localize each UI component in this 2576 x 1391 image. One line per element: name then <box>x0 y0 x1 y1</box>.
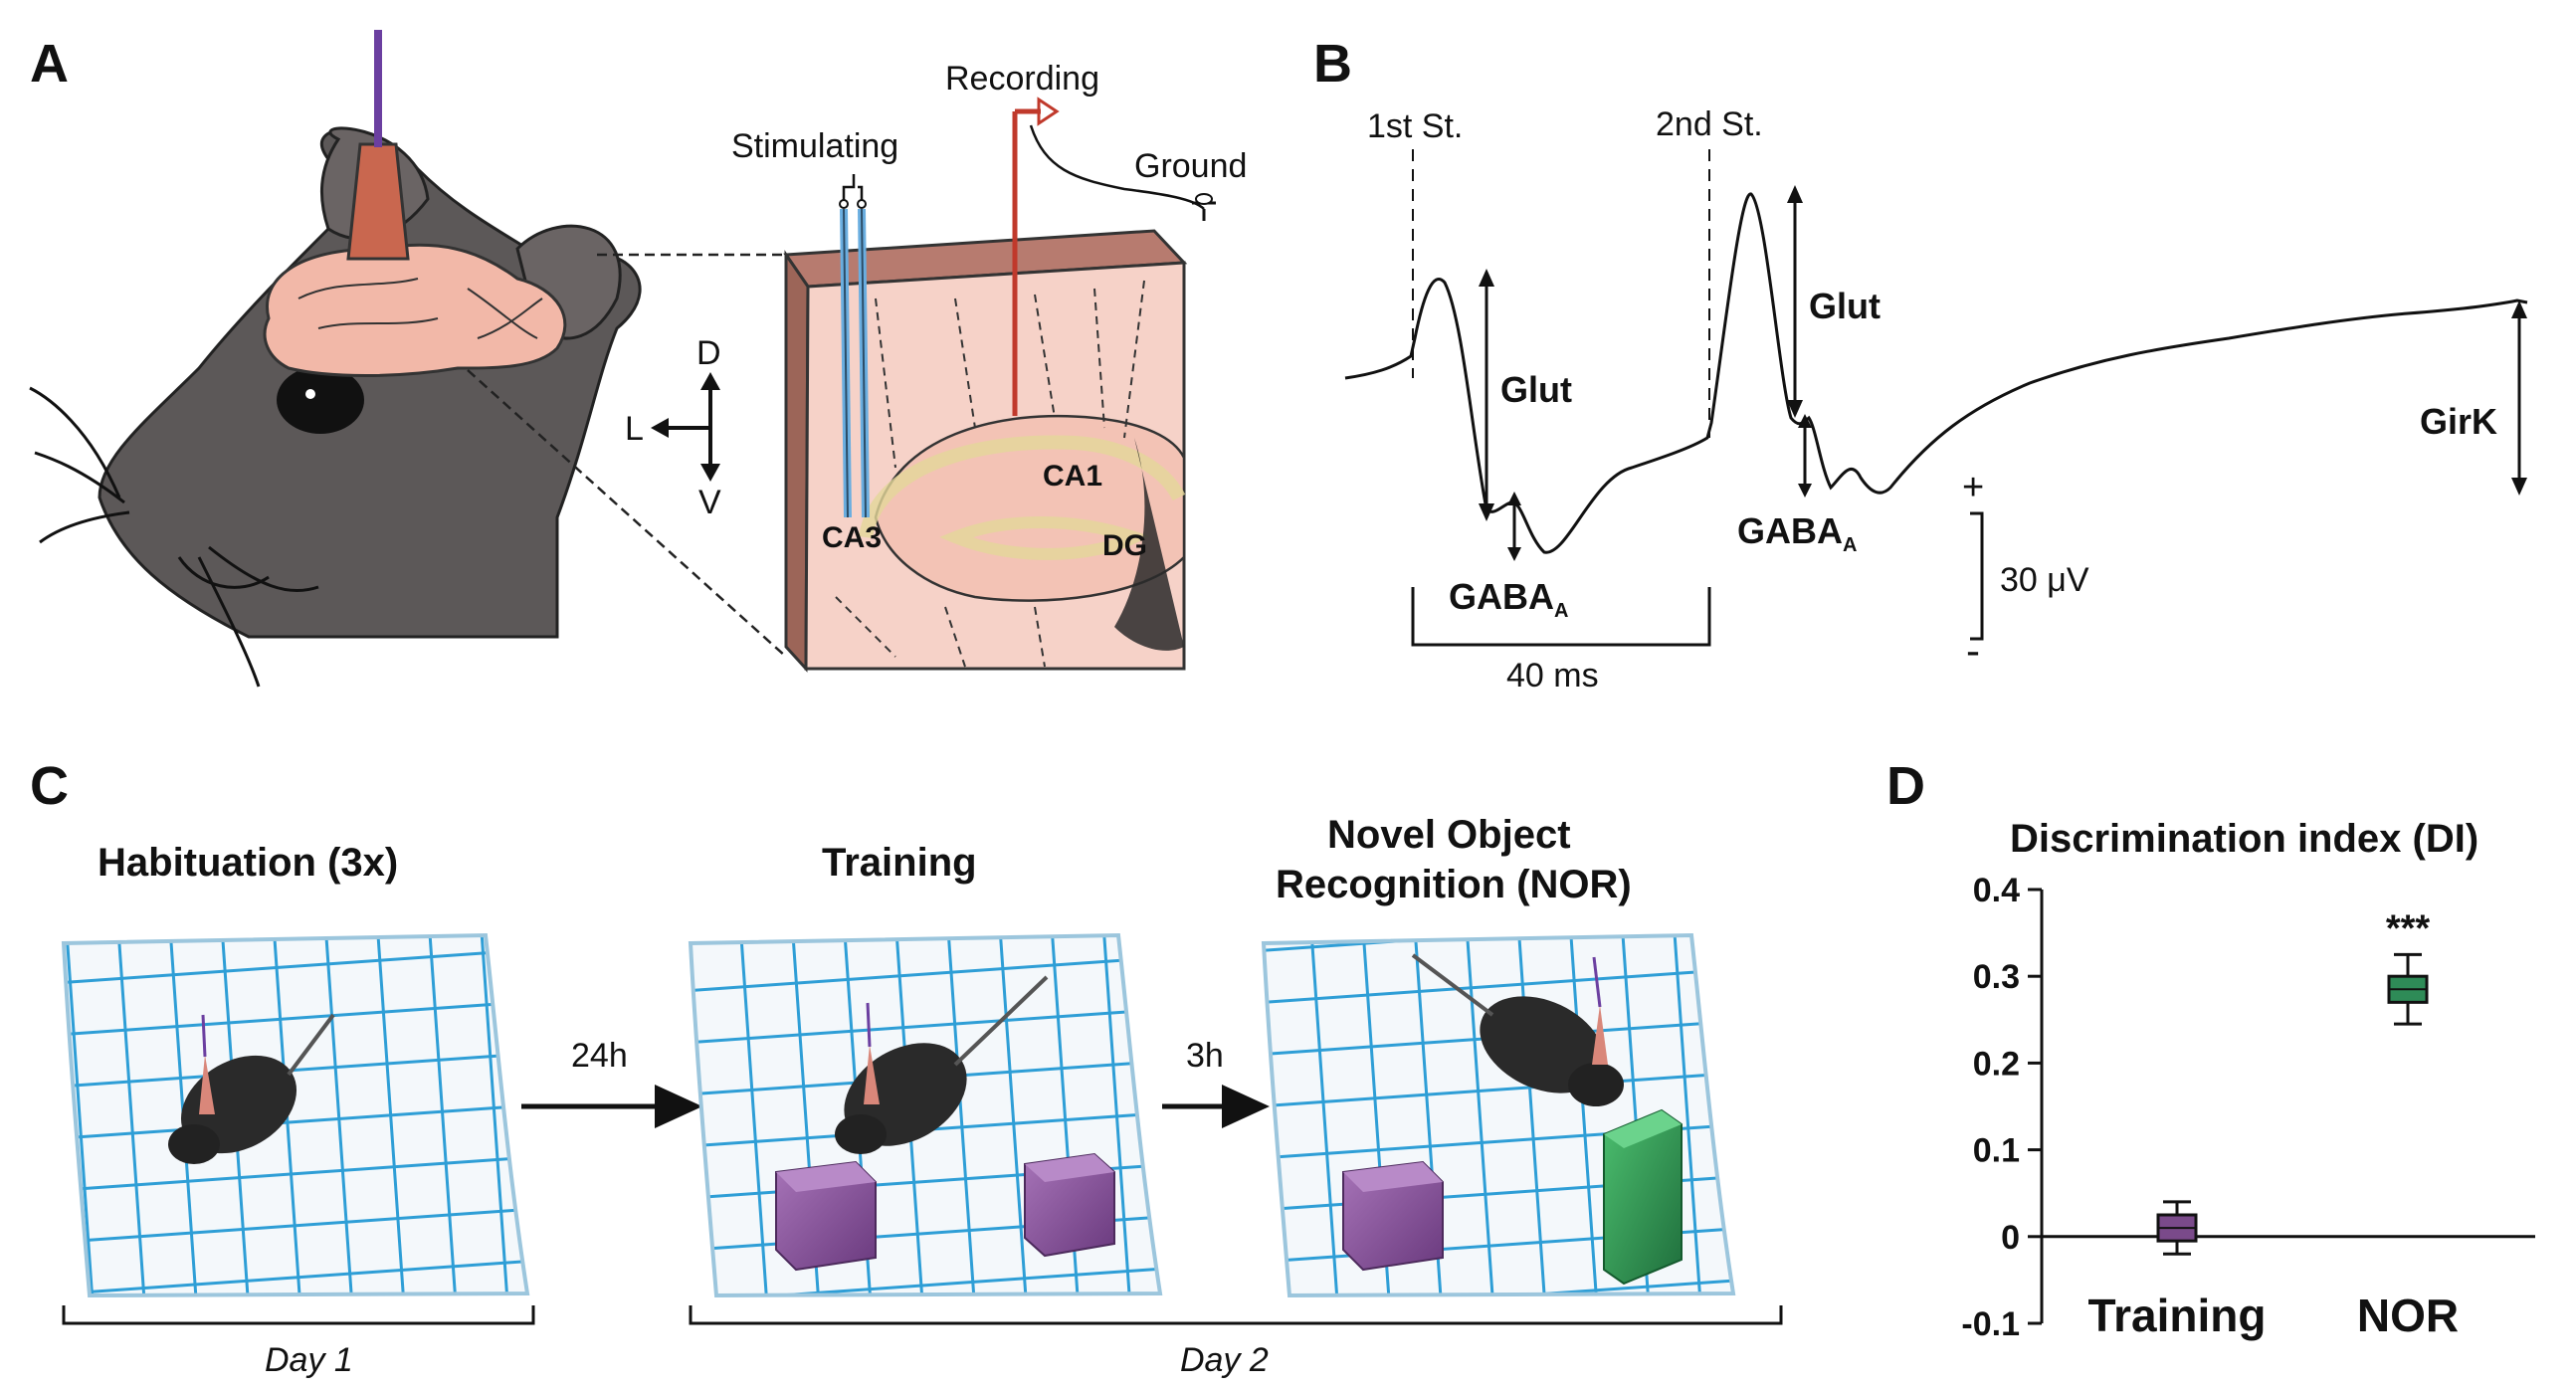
time-scale-bar <box>1411 587 1711 647</box>
stage-training-title: Training <box>822 841 977 885</box>
evoked-potential-trace <box>1344 192 2528 554</box>
arrow-3h <box>1162 1085 1270 1128</box>
arrow-24h <box>521 1085 702 1128</box>
familiar-object-nor <box>1342 1160 1444 1272</box>
stage-nor-title-line2: Recognition (NOR) <box>1276 863 1632 906</box>
ca-pyramidal-layer <box>859 435 1186 539</box>
day1-label: Day 1 <box>265 1341 353 1379</box>
mouse-head-shape <box>98 128 642 639</box>
panel-d-letter: D <box>1886 756 1925 816</box>
panel-a-letter: A <box>30 34 69 94</box>
x-category-label: Training <box>2088 1290 2267 1341</box>
voltage-scale-label: 30 μV <box>2000 561 2089 599</box>
plus-label: + <box>1962 467 1984 508</box>
axis-v-label: V <box>698 484 721 521</box>
panel-c-letter: C <box>30 756 69 816</box>
di-box-chart: 0.4 0.3 0.2 0.1 0 -0.1 Training NOR *** <box>1961 872 2535 1343</box>
axis-d-label: D <box>696 334 721 372</box>
glut-label-2: Glut <box>1809 286 1881 326</box>
day2-bracket <box>689 1305 1783 1325</box>
arena-training <box>688 932 1163 1298</box>
novel-object <box>1603 1108 1683 1286</box>
mouse-head-illustration <box>29 30 642 688</box>
familiar-object-2 <box>1024 1152 1115 1258</box>
gaba-label-1: GABAA <box>1449 576 1568 622</box>
mouse-eye <box>277 366 364 434</box>
y-tick-label: 0.2 <box>1973 1045 2020 1083</box>
y-tick-label: -0.1 <box>1961 1305 2020 1343</box>
day2-label: Day 2 <box>1180 1341 1269 1379</box>
hippocampal-slice <box>783 229 1188 673</box>
y-tick-label: 0 <box>2001 1219 2020 1257</box>
minus-label: - <box>1966 627 1980 674</box>
mouse-icon-3 <box>1411 953 1624 1106</box>
panel-a: A <box>29 30 1247 688</box>
stimulating-label: Stimulating <box>731 127 898 165</box>
y-tick-label: 0.3 <box>1973 958 2020 996</box>
gaba-label-2: GABAA <box>1737 510 1857 556</box>
axis-l-label: L <box>625 410 644 448</box>
panel-b-letter: B <box>1313 34 1352 94</box>
ca3-label: CA3 <box>822 521 882 554</box>
voltage-scale-bar <box>1970 511 1984 641</box>
panel-c: C Habituation (3x) Training Novel Object… <box>30 756 1783 1379</box>
arena-nor <box>1261 932 1736 1298</box>
arrow-3h-label: 3h <box>1186 1037 1224 1075</box>
ca1-label: CA1 <box>1043 460 1102 493</box>
y-tick-label: 0.1 <box>1973 1132 2020 1170</box>
electrode-cap <box>346 142 410 261</box>
arrow-24h-label: 24h <box>571 1037 628 1075</box>
recording-label: Recording <box>945 60 1099 98</box>
x-category-label: NOR <box>2357 1290 2459 1341</box>
dentate-gyrus-layer <box>939 516 1150 560</box>
annotation-arrows <box>1479 185 2527 561</box>
first-stim-label: 1st St. <box>1367 107 1463 145</box>
panel-d: D Discrimination index (DI) 0.4 0.3 0.2 0.1… <box>1886 756 2535 1343</box>
stimulating-electrode <box>839 174 870 518</box>
y-tick-label: 0.4 <box>1973 872 2020 909</box>
arena-habituation <box>61 932 530 1298</box>
electrode-wire <box>374 30 382 147</box>
panel-b: B 1st St. 2nd St. Glut Glut GABAA GABAA <box>1313 34 2528 695</box>
significance-marker: *** <box>2386 907 2431 949</box>
day1-bracket <box>62 1305 535 1325</box>
familiar-object-1 <box>775 1160 877 1272</box>
stage-habituation-title: Habituation (3x) <box>98 841 398 885</box>
time-scale-label: 40 ms <box>1506 657 1599 695</box>
glut-label-1: Glut <box>1500 369 1572 410</box>
mouse-icon-1 <box>168 1013 335 1164</box>
dg-label: DG <box>1102 529 1147 562</box>
mouse-whiskers <box>29 386 319 688</box>
orientation-axis <box>651 372 720 482</box>
stage-nor-title-line1: Novel Object <box>1327 813 1571 857</box>
ground-label: Ground <box>1134 147 1247 185</box>
mouse-icon-2 <box>835 975 1049 1154</box>
chart-title: Discrimination index (DI) <box>2010 817 2478 861</box>
recording-electrode <box>1012 97 1216 416</box>
second-stim-label: 2nd St. <box>1656 105 1763 143</box>
girk-label: GirK <box>2420 401 2497 442</box>
